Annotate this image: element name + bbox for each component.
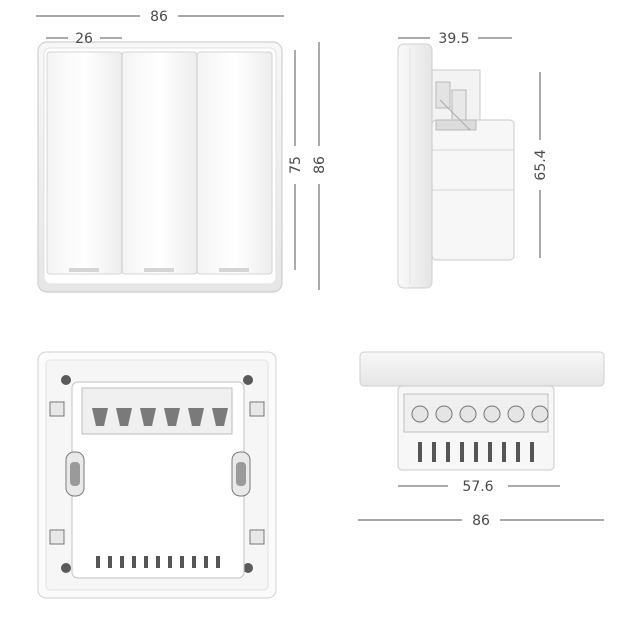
dim-front-outer-height: 86 [312, 42, 328, 290]
back-vent-slots [96, 556, 220, 568]
side-clip [435, 119, 477, 131]
dim-side-height-label: 65.4 [533, 149, 549, 180]
dim-bottom-inner-width: 57.6 [398, 479, 560, 495]
bottom-faceplate [359, 351, 605, 387]
side-faceplate [397, 43, 433, 289]
back-corner-tabs [49, 401, 265, 545]
back-view [37, 351, 277, 599]
indicator-slot [219, 268, 249, 272]
back-terminals [92, 408, 228, 426]
side-clip [451, 89, 467, 121]
side-clip [435, 81, 451, 109]
dim-side-height: 65.4 [533, 72, 549, 258]
back-screw-holes [61, 375, 253, 573]
side-view [397, 43, 515, 289]
indicator-slot [144, 268, 174, 272]
dim-bottom-outer-width-label: 86 [472, 513, 490, 529]
dim-rocker-width-label: 26 [75, 31, 93, 47]
dim-side-depth: 39.5 [398, 31, 512, 47]
front-view [37, 41, 283, 293]
dim-bottom-inner-width-label: 57.6 [462, 479, 493, 495]
dim-rocker-width: 26 [46, 31, 122, 47]
bottom-screws [411, 405, 549, 423]
bottom-view [359, 351, 605, 471]
rocker-right [196, 51, 273, 275]
dim-bottom-outer-width: 86 [358, 513, 604, 529]
indicator-slot [69, 268, 99, 272]
dim-front-inner-height: 75 [288, 50, 304, 270]
back-side-latches [65, 451, 251, 497]
dim-front-outer-height-label: 86 [312, 156, 328, 174]
dim-front-width-label: 86 [150, 9, 168, 25]
bottom-vent-slots [418, 442, 534, 462]
dim-front-width: 86 [36, 9, 284, 25]
rocker-left [46, 51, 123, 275]
dim-side-depth-label: 39.5 [438, 31, 469, 47]
dim-front-inner-height-label: 75 [288, 156, 304, 174]
rocker-middle [121, 51, 198, 275]
